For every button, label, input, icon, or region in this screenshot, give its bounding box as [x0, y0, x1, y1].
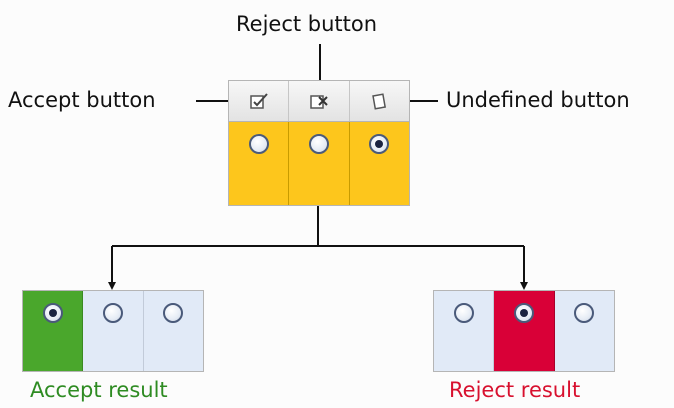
- result-cell: [143, 291, 203, 371]
- undefined-button-label: Undefined button: [446, 88, 630, 112]
- result-cell: [83, 291, 144, 371]
- radio-undefined[interactable]: [574, 303, 595, 323]
- evaluation-cell: [229, 122, 290, 205]
- undefined-blank-icon: [372, 93, 387, 110]
- reject-button-label: Reject button: [236, 12, 378, 36]
- evaluation-cells: [229, 122, 409, 205]
- branch-connector: [112, 204, 524, 247]
- reject-result-label: Reject result: [449, 378, 581, 402]
- result-cell: [554, 291, 614, 371]
- evaluation-toolbar: [229, 81, 409, 122]
- radio-reject[interactable]: [102, 303, 123, 323]
- evaluation-cell: [349, 122, 409, 205]
- reject-x-icon: [310, 95, 328, 109]
- accept-result-panel: [22, 290, 204, 372]
- accept-button-label: Accept button: [8, 88, 156, 112]
- radio-accept[interactable]: [453, 303, 474, 323]
- evaluation-cell: [289, 122, 350, 205]
- radio-reject[interactable]: [513, 303, 534, 323]
- reject-result-panel: [433, 290, 615, 372]
- result-cell: [434, 291, 495, 371]
- radio-accept[interactable]: [42, 303, 63, 323]
- result-cell-rejected: [494, 291, 555, 371]
- evaluation-panel: [228, 80, 410, 206]
- radio-reject[interactable]: [308, 134, 329, 154]
- accept-checkbox-icon: [249, 93, 268, 109]
- accept-result-label: Accept result: [30, 378, 168, 402]
- radio-undefined[interactable]: [369, 134, 390, 154]
- reject-button[interactable]: [289, 81, 350, 121]
- radio-undefined[interactable]: [163, 303, 184, 323]
- radio-accept[interactable]: [248, 134, 269, 154]
- result-cell-accepted: [23, 291, 84, 371]
- undefined-button[interactable]: [350, 81, 409, 121]
- accept-button[interactable]: [229, 81, 290, 121]
